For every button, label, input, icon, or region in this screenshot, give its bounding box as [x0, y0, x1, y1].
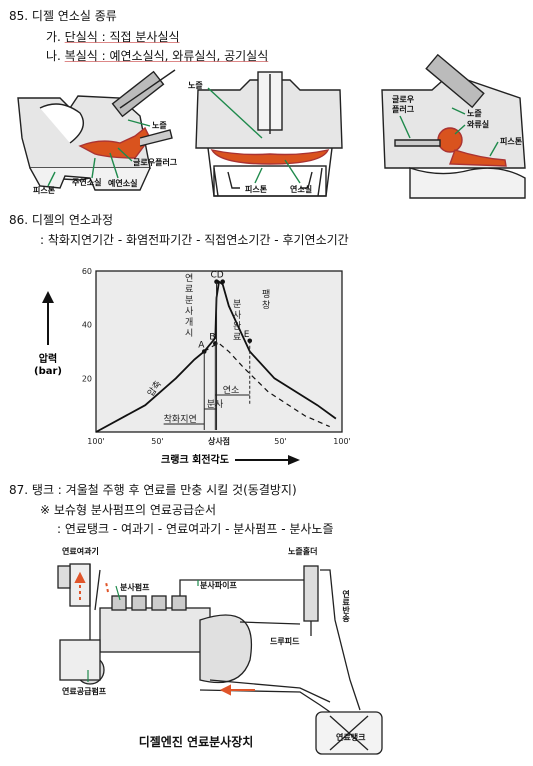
label-fuel-filter: 연료여과기: [62, 546, 99, 556]
chart-point: [247, 338, 253, 344]
label-return-line: 연료반송: [341, 589, 350, 623]
annot-injection: 분사: [207, 399, 224, 410]
chart-point-label: D: [217, 271, 224, 281]
label-piston: 피스톤: [33, 185, 56, 195]
y-tick-label: 40: [82, 321, 92, 330]
label-fuel-tank: 연료탱크: [336, 732, 366, 742]
x-tick-label: 100': [333, 437, 350, 446]
label-nozzle-mid: 노즐: [188, 81, 203, 90]
label-injection-pump: 분사펌프: [120, 582, 150, 592]
section-87-note: ※ 보슈형 분사펌프의 연료공급순서: [40, 503, 217, 517]
fuel-pointers: [87, 580, 199, 682]
section-87-order: : 연료탱크 - 여과기 - 연료여과기 - 분사펌프 - 분사노즐: [57, 522, 334, 536]
label-nozzle-holder: 노즐홀더: [288, 546, 317, 556]
y-tick-label: 60: [82, 267, 92, 276]
combustion-chambers-figure: 노즐 글로우플러그 피스톤 주연소실 예연소실 노즐 피스톤 연소실: [17, 53, 526, 199]
label-injection-pipe: 분사파이프: [200, 580, 237, 590]
section-87-heading: 87. 탱크 : 겨울철 주행 후 연료를 만충 시킬 것(동결방지): [9, 483, 297, 497]
y-axis-ticks: 20 40 60: [82, 267, 92, 383]
label-drain: 드루피드: [270, 636, 300, 646]
chart-point-label: B: [209, 332, 215, 342]
pre-chamber-diagram: [17, 69, 176, 191]
swirl-chamber-labels: 글로우 플러그 노즐 와류실 피스톤: [392, 95, 523, 146]
line-b-text: 복실식 : 예연소실식, 와류실식, 공기실식: [64, 49, 269, 63]
pre-chamber-pointers: [47, 119, 151, 187]
section-86-stages: : 착화지연기간 - 화염전파기간 - 직접연소기간 - 후기연소기간: [40, 233, 349, 247]
section-85-heading: 85. 디젤 연소실 종류: [9, 9, 117, 23]
x-tick-label: 50': [151, 437, 163, 446]
fuel-labels: 연료여과기 분사펌프 분사파이프 노즐홀더 드루피드 연료공급펌프 연료탱크: [62, 546, 366, 742]
label-nozzle: 노즐: [152, 121, 167, 130]
label-glow-2: 플러그: [392, 104, 415, 114]
x-tick-label: 50': [274, 437, 286, 446]
direct-injection-pointers: [207, 87, 301, 184]
line-a: 가. 단실식 : 직접 분사실식: [46, 30, 180, 44]
line-b-prefix: 나.: [46, 49, 65, 63]
chart-series-line: [203, 342, 330, 428]
label-chamber-mid: 연소실: [290, 184, 312, 194]
x-tick-label: 상사점: [208, 436, 230, 446]
y-axis-label-line: 압력: [39, 352, 57, 365]
fuel-system-drawing: [57, 563, 383, 755]
pre-chamber-labels: 노즐 글로우플러그 피스톤 주연소실 예연소실: [33, 121, 178, 195]
chart-series: [95, 280, 337, 433]
line-a-prefix: 가.: [46, 30, 65, 44]
label-feed-pump: 연료공급펌프: [62, 686, 107, 696]
chart-series-line: [95, 280, 337, 433]
label-swirl: 와류실: [467, 119, 489, 129]
y-tick-label: 20: [82, 374, 92, 383]
label-nozzle-right: 노즐: [467, 109, 482, 118]
x-arrow-head: [288, 455, 300, 465]
label-piston-mid: 피스톤: [245, 184, 268, 194]
y-arrow-head: [42, 291, 54, 303]
chart-point-label: E: [244, 330, 250, 340]
label-glow-1: 글로우: [392, 95, 415, 104]
fuel-flow-arrows: [74, 571, 255, 696]
chart-point: [220, 279, 225, 285]
swirl-chamber-pointers: [399, 107, 499, 157]
annot-ignition-delay: 착화지연: [164, 414, 197, 425]
label-pre-chamber: 예연소실: [108, 178, 137, 188]
chart-point-label: A: [198, 341, 205, 351]
swirl-chamber-diagram: [381, 53, 526, 199]
x-axis-ticks: 100' 50' 상사점 50' 100': [87, 436, 350, 446]
x-tick-label: 100': [87, 437, 104, 446]
line-a-text: 단실식 : 직접 분사실식: [64, 30, 180, 44]
fuel-injection-figure: 연료여과기 분사펌프 분사파이프 노즐홀더 드루피드 연료공급펌프 연료탱크 연…: [57, 546, 383, 755]
annot-combustion: 연소: [223, 385, 240, 396]
y-axis-label-line: (bar): [34, 366, 62, 377]
fuel-figure-title: 디젤엔진 연료분사장치: [139, 734, 254, 749]
y-axis-label: 압력(bar): [34, 352, 62, 377]
label-piston-right: 피스톤: [500, 136, 523, 146]
direct-injection-labels: 노즐 피스톤 연소실: [188, 81, 312, 194]
direct-injection-diagram: [195, 71, 343, 197]
chart-point-label: C: [211, 271, 217, 281]
x-axis-label: 크랭크 회전각도: [161, 453, 229, 466]
line-b: 나. 복실식 : 예연소실식, 와류실식, 공기실식: [46, 49, 268, 63]
label-main-chamber: 주연소실: [72, 177, 101, 187]
section-86-heading: 86. 디젤의 연소과정: [9, 213, 113, 227]
label-glow-plug: 글로우플러그: [133, 157, 178, 167]
